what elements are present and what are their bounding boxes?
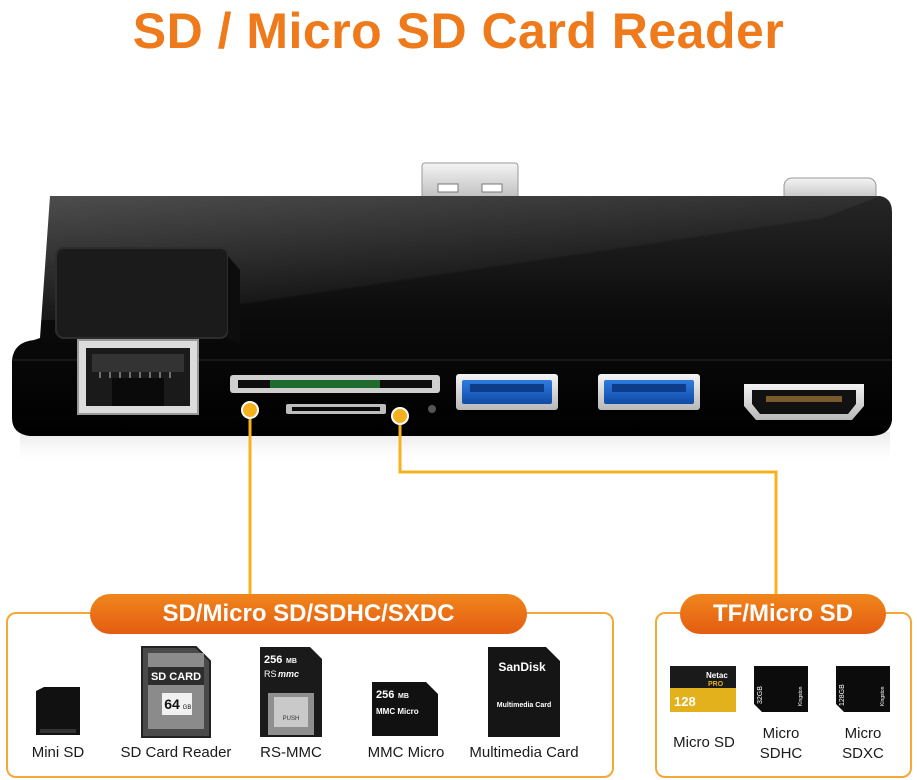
sd-card-capacity: 64 [164,696,180,712]
usb-a-port-1 [456,374,558,410]
multimedia-card-face-text: Multimedia Card [497,702,551,709]
card-label-mini-sd: Mini SD [31,744,85,761]
card-label-rs-mmc: RS-MMC [260,744,322,761]
rs-mmc-capacity: 256 [264,654,282,666]
rs-mmc-push: PUSH [283,716,300,722]
mmc-micro-unit: MB [398,693,409,700]
sd-card-unit: GB [183,705,192,711]
card-label-mmc-micro: MMC Micro [367,744,445,761]
ethernet-port [77,339,199,415]
rs-mmc-unit: MB [286,658,297,665]
sd-group-label: SD/Micro SD/SDHC/SXDC [90,594,527,634]
sd-slot [230,375,440,393]
device-reflection [20,432,890,460]
mmc-micro-card-icon: 256 MB MMC Micro [372,682,438,736]
kingston-micro-sdxc-card-icon: 128GB Kingston [836,666,890,712]
kingston-sdhc-capacity: 32GB [757,686,764,704]
page-title: SD / Micro SD Card Reader [132,3,785,59]
usb-a-port-2 [598,374,700,410]
kingston-sdxc-brand: Kingston [880,686,886,706]
card-label-micro-sd: Micro SD [673,734,735,751]
multimedia-card-brand: SanDisk [498,660,546,674]
sd-card-face-text: SD CARD [151,671,201,683]
sd-slot-marker [241,401,259,419]
hub-shine [40,196,880,320]
micro-sd-slot-marker [391,407,409,425]
kingston-sdhc-brand: Kingston [798,686,804,706]
multimedia-card-icon: SanDisk Multimedia Card [488,647,560,737]
mmc-micro-face-text: MMC Micro [376,707,419,716]
netac-capacity: 128 [674,694,696,709]
netac-tag: PRO [708,681,724,688]
mmc-micro-capacity: 256 [376,689,394,701]
hdmi-port [744,384,864,420]
card-label-sd-card: SD Card Reader [120,744,232,761]
netac-brand: Netac [706,671,728,680]
netac-micro-sd-card-icon: Netac PRO 128 [670,666,736,712]
rs-mmc-card-icon: 256 MB RS mmc PUSH [260,647,322,737]
kingston-sdxc-capacity: 128GB [839,684,846,706]
sd-card-icon: SD CARD 64 GB [141,646,211,738]
led-indicator [428,405,436,413]
rs-mmc-face-text: RS [264,669,277,679]
tf-group-label: TF/Micro SD [680,594,886,634]
usb-a-plug [421,162,519,204]
ethernet-housing [55,247,240,344]
usb-hub-device [12,162,892,460]
rs-mmc-face-text2: mmc [278,669,299,679]
mini-sd-card-icon [36,687,80,735]
kingston-micro-sdhc-card-icon: 32GB Kingston [754,666,808,712]
micro-sd-slot [286,404,386,414]
microsd-connector-line [398,458,778,596]
card-label-multimedia-card: Multimedia Card [469,744,579,761]
